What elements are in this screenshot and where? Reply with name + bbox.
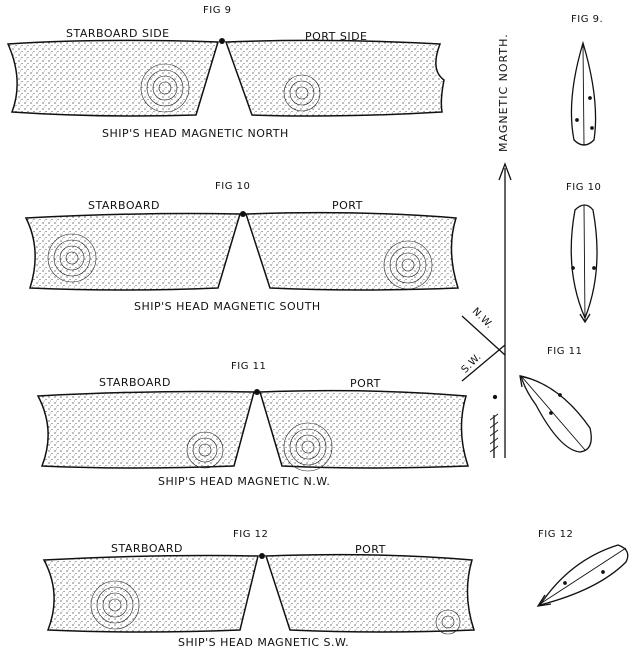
hull-fig9-starboard: [8, 40, 218, 116]
compass: [462, 164, 511, 458]
fig12-title: FIG 12: [233, 529, 268, 540]
fig9-starboard-label: STARBOARD SIDE: [66, 27, 170, 40]
hull-fig10-port: [246, 213, 458, 290]
hull-fig12-port: [266, 555, 474, 632]
hull-fig12: [44, 553, 474, 634]
small-fig10-label: FIG 10: [566, 182, 601, 193]
small-fig10: [571, 205, 597, 322]
fig12-caption: SHIP'S HEAD MAGNETIC S.W.: [178, 636, 349, 649]
hull-fig11: [38, 389, 468, 471]
small-fig11: [520, 376, 591, 452]
small-fig12-label: FIG 12: [538, 529, 573, 540]
hull-fig9: [8, 38, 444, 116]
fig11-starboard-label: STARBOARD: [99, 376, 171, 389]
hull-fig11-port: [260, 391, 468, 468]
fig9-title: FIG 9: [203, 5, 232, 16]
fig9-port-label: PORT SIDE: [305, 30, 368, 43]
fig9-caption: SHIP'S HEAD MAGNETIC NORTH: [102, 127, 289, 140]
small-fig9-label: FIG 9.: [571, 14, 603, 25]
fig10-starboard-label: STARBOARD: [88, 199, 160, 212]
magnetic-north-label: MAGNETIC NORTH.: [497, 33, 510, 152]
hull-fig10: [26, 211, 458, 290]
fig10-title: FIG 10: [215, 181, 250, 192]
fig11-port-label: PORT: [350, 377, 381, 390]
hull-fig12-starboard: [44, 556, 258, 633]
fig12-port-label: PORT: [355, 543, 386, 556]
fig11-caption: SHIP'S HEAD MAGNETIC N.W.: [158, 475, 330, 488]
small-fig11-label: FIG 11: [547, 346, 582, 357]
hull-fig9-port: [226, 40, 444, 116]
fig12-starboard-label: STARBOARD: [111, 542, 183, 555]
fig11-title: FIG 11: [231, 361, 266, 372]
fig10-caption: SHIP'S HEAD MAGNETIC SOUTH: [134, 300, 321, 313]
hull-fig10-starboard: [26, 214, 240, 291]
small-fig9: [571, 43, 595, 145]
fig10-port-label: PORT: [332, 199, 363, 212]
small-fig12: [538, 545, 628, 606]
